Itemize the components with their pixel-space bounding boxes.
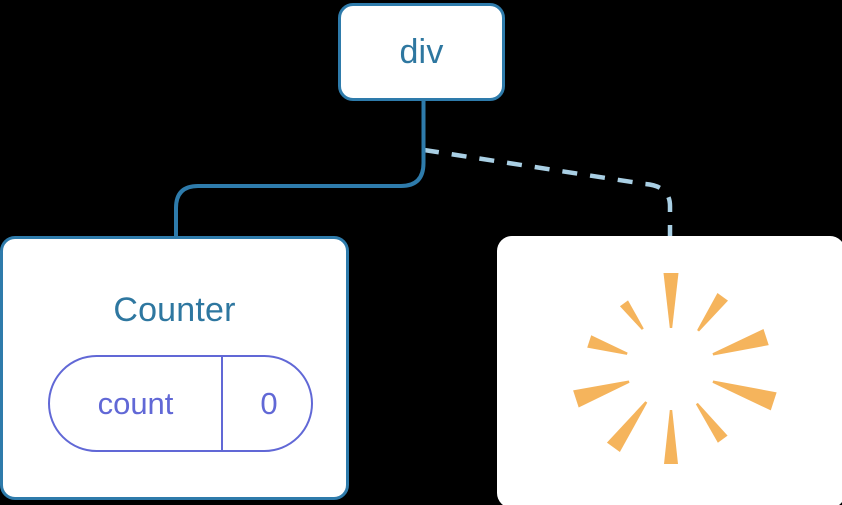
sparkle-ray-4 [695,402,728,443]
node-counter[interactable]: Counter count 0 [0,236,349,500]
state-pill-count[interactable]: count 0 [48,355,313,452]
sparkle-ray-2 [712,329,769,356]
state-pill-key: count [97,386,174,421]
edge-div-to-counter [174,100,426,243]
sparkle-ray-7 [573,380,630,408]
edge-div-to-sparkle [423,147,673,240]
sparkle-ray-8 [587,335,628,355]
node-div-label: div [399,33,444,71]
node-counter-label: Counter [113,291,236,329]
sparkle-ray-9 [619,300,644,330]
state-pill-divider [221,357,223,450]
sparkle-ray-0 [663,273,679,328]
sparkle-ray-6 [606,401,648,452]
sparkle-ray-3 [712,380,777,411]
sparkle-ray-group [573,273,777,464]
sparkle-ray-1 [697,292,728,332]
sparkle-ray-5 [664,410,678,464]
node-div[interactable]: div [338,3,505,101]
state-pill-value: 0 [260,386,278,421]
node-sparkle[interactable] [497,236,842,505]
sparkle-burst-icon [573,273,777,464]
